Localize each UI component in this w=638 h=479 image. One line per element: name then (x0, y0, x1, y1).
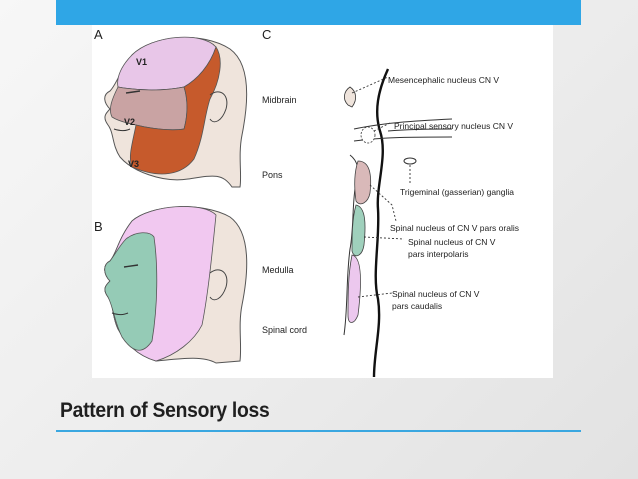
label-caudalis-line2: pars caudalis (392, 301, 442, 311)
pars-caudalis-nucleus (347, 254, 361, 323)
leader-principal (373, 122, 391, 132)
label-interpolaris-line2: pars interpolaris (408, 249, 468, 259)
label-medulla: Medulla (262, 265, 294, 275)
principal-sensory-nucleus (360, 126, 376, 144)
head-b-mouth (111, 312, 129, 315)
panel-a-label: A (94, 27, 103, 42)
brainstem-outline (372, 68, 390, 378)
v3-region (129, 46, 221, 175)
slide-title: Pattern of Sensory loss (60, 399, 270, 422)
head-b-eye (123, 264, 139, 268)
trigeminal-diagram: A V1 V2 V3 B C (94, 27, 519, 378)
mesencephalic-nucleus (344, 86, 356, 108)
head-a-ear (209, 91, 228, 123)
v2-label: V2 (124, 117, 135, 127)
trigeminal-nerve-mid (387, 128, 453, 132)
panel-c-label: C (262, 27, 271, 42)
label-spinal-cord: Spinal cord (262, 325, 307, 335)
leader-interpolaris (363, 236, 405, 240)
leader-oralis (369, 184, 397, 222)
leader-mesencephalic (351, 76, 389, 94)
label-mesencephalic-nucleus: Mesencephalic nucleus CN V (388, 75, 499, 85)
label-pars-oralis: Spinal nucleus of CN V pars oralis (390, 223, 519, 233)
gasserian-ganglion (403, 157, 417, 165)
label-caudalis-line1: Spinal nucleus of CN V (392, 289, 480, 299)
head-b-ear (209, 269, 228, 301)
trigeminal-nerve-upper (353, 118, 453, 130)
label-pons: Pons (262, 170, 283, 180)
pars-oralis-nucleus (354, 160, 372, 205)
label-interpolaris-line1: Spinal nucleus of CN V (408, 237, 496, 247)
onion-inner-region (104, 232, 158, 351)
trigeminal-figure: A V1 V2 V3 B C (92, 25, 553, 378)
label-midbrain: Midbrain (262, 95, 297, 105)
label-principal-nucleus: Principal sensory nucleus CN V (394, 121, 513, 131)
label-gasserian-ganglia: Trigeminal (gasserian) ganglia (400, 187, 514, 197)
v3-label: V3 (128, 159, 139, 169)
title-underline (56, 430, 581, 432)
leader-caudalis (357, 292, 393, 298)
brainstem-c: C Midbrain Pon (262, 27, 519, 378)
header-accent-bar (56, 0, 581, 25)
panel-b-label: B (94, 219, 103, 234)
pars-interpolaris-nucleus (351, 204, 366, 257)
head-b: B (94, 206, 248, 364)
head-a-eye (125, 90, 141, 94)
v1-label: V1 (136, 57, 147, 67)
head-a: A V1 V2 V3 (94, 27, 248, 188)
head-a-mouth (113, 128, 131, 131)
